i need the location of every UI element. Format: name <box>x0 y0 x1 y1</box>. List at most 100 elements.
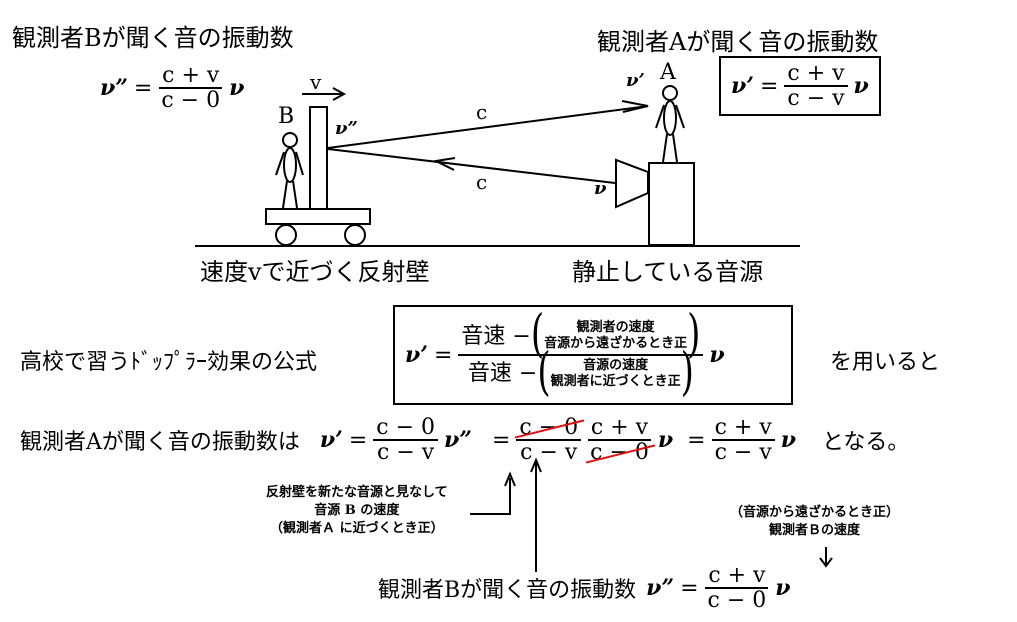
derivation-f3-num: c + v <box>587 416 652 442</box>
formula-b-num: c + v <box>159 64 223 90</box>
general-num-note1: 観測者の速度 <box>576 319 655 335</box>
general-fraction: 音速 − ( 観測者の速度 音源から遠ざかるとき正 ) 音速 − ( 音源の速度… <box>458 308 704 399</box>
general-num-note2: 音源から遠ざかるとき正 <box>544 336 688 352</box>
formula-a-eq: = <box>759 73 779 99</box>
general-den-bracket-close: ) <box>680 342 694 403</box>
note-reflect-arrowhead <box>504 471 516 487</box>
ray-to-a <box>327 105 649 149</box>
derivation-line: 観測者Aが聞く音の振動数は ν’ = c − 0 c − v ν” = c − … <box>20 416 909 464</box>
derivation-intro: 観測者Aが聞く音の振動数は <box>20 430 300 456</box>
general-numerator: 音速 − ( 観測者の速度 音源から遠ざかるとき正 ) <box>458 308 704 361</box>
general-den-note: 音源の速度 観測者に近づくとき正 <box>551 358 681 391</box>
title-observer-a: 観測者Aが聞く音の振動数 <box>597 28 879 56</box>
note-reflect-connector <box>470 478 511 515</box>
label-nu2-wall: ν” <box>335 118 358 139</box>
general-formula-outro: を用いると <box>830 350 941 375</box>
derivation-f4-den: c − v <box>714 440 772 466</box>
label-c-upper: c <box>476 100 488 124</box>
bottom-num: c + v <box>705 564 769 590</box>
note-reflect-line1: 反射壁を新たな音源と見なして <box>266 485 448 500</box>
derivation-fraction-2: c − 0 c − v <box>516 416 582 466</box>
derivation-f4-num: c + v <box>711 416 775 442</box>
ray-to-a-arrowhead <box>621 100 649 113</box>
cart-wheel-left <box>275 224 297 246</box>
derivation-f2-den: c − v <box>520 440 578 466</box>
bottom-fraction: c + v c − 0 <box>705 564 770 612</box>
general-num-note: 観測者の速度 音源から遠ざかるとき正 <box>544 320 687 353</box>
caption-reflecting-wall: 速度vで近づく反射壁 <box>200 258 430 286</box>
derivation-fraction-3: c + v c − 0 <box>587 416 652 464</box>
formula-b-rhs: ν <box>229 75 245 102</box>
label-velocity: v <box>310 70 322 94</box>
general-num-main: 音速 − <box>461 323 531 349</box>
label-observer-a: A <box>660 60 676 85</box>
bottom-lhs: ν” <box>646 575 675 602</box>
formula-b-den: c − 0 <box>161 88 221 114</box>
derivation-eq3: = <box>687 427 706 453</box>
general-eq: = <box>433 342 453 368</box>
note-obsb-line2: 観測者Ｂの速度 <box>769 522 861 538</box>
general-denominator: 音速 − ( 音源の速度 観測者に近づくとき正 ) <box>465 346 697 399</box>
formula-observer-a-box: ν’ = c + v c − v ν <box>719 56 881 117</box>
derivation-fraction-4: c + v c − v <box>711 416 775 466</box>
general-lhs: ν’ <box>405 342 428 368</box>
derivation-mid: ν” <box>444 427 472 454</box>
formula-b-lhs: ν” <box>100 75 128 102</box>
bottom-label: 観測者Bが聞く音の振動数 <box>378 578 637 604</box>
derivation-fraction-1: c − 0 c − v <box>373 416 439 466</box>
formula-a-fraction: c + v c − v <box>784 62 848 112</box>
bottom-rhs: ν <box>775 575 791 602</box>
note-reflect-line2: 音源 B の速度 <box>314 503 400 519</box>
general-formula-box: ν’ = 音速 − ( 観測者の速度 音源から遠ざかるとき正 ) 音速 − ( … <box>393 305 793 405</box>
observer-b-figure <box>275 132 304 209</box>
derivation-f1-den: c − v <box>377 440 435 466</box>
note-nu2-arrowhead <box>530 457 542 473</box>
ray-from-source-arrowhead <box>432 157 456 171</box>
observer-a-figure <box>655 85 685 163</box>
derivation-f3-den-cancelled: c − 0 <box>587 441 652 464</box>
general-num-bracket-open: ( <box>530 304 545 365</box>
ray-from-source <box>327 148 616 184</box>
formula-observer-b: ν” = c + v c − 0 ν <box>100 64 244 112</box>
bottom-eq: = <box>680 575 699 601</box>
caption-stationary-source: 静止している音源 <box>572 258 764 286</box>
derivation-lhs: ν’ <box>319 427 343 454</box>
general-den-note1: 音源の速度 <box>583 357 649 373</box>
formula-b-fraction: c + v c − 0 <box>158 64 223 112</box>
label-nu1-a: ν’ <box>626 70 645 91</box>
derivation-outro: となる。 <box>822 430 910 456</box>
note-obsb-line1: （音源から遠ざかるとき正） <box>730 505 900 520</box>
formula-a-den: c − v <box>787 86 845 112</box>
general-num-bracket-close: ) <box>687 304 701 365</box>
bottom-formula: 観測者Bが聞く音の振動数 ν” = c + v c − 0 ν <box>378 564 791 612</box>
derivation-f1-num: c − 0 <box>373 416 439 442</box>
general-den-main: 音速 − <box>467 361 538 387</box>
label-observer-b: B <box>278 104 295 129</box>
label-nu-source: ν <box>594 178 607 199</box>
bottom-den: c − 0 <box>707 588 767 614</box>
label-c-lower: c <box>476 170 488 194</box>
general-rhs: ν <box>709 342 725 368</box>
cart-platform <box>265 208 371 225</box>
derivation-f2-num-cancelled: c − 0 <box>516 416 582 442</box>
note-reflect-line3: （観測者Ａ に近づくとき正） <box>270 521 444 537</box>
derivation-eq2: = <box>491 427 511 453</box>
formula-a-lhs: ν’ <box>731 73 754 100</box>
source-pedestal <box>648 162 695 246</box>
derivation-nu2: ν <box>780 427 797 454</box>
formula-a-rhs: ν <box>853 73 869 100</box>
derivation-eq1: = <box>348 427 368 453</box>
note-reflecting-source: 反射壁を新たな音源と見なして 音源 B の速度 （観測者Ａ に近づくとき正） <box>266 484 448 539</box>
title-observer-b: 観測者Bが聞く音の振動数 <box>12 24 294 52</box>
velocity-arrowhead <box>332 87 347 101</box>
formula-b-eq: = <box>133 75 153 101</box>
derivation-nu1: ν <box>657 427 674 454</box>
formula-a-num: c + v <box>784 62 848 88</box>
note-obsb-arrowhead <box>819 557 833 568</box>
speaker-cone <box>615 158 649 209</box>
cart-wheel-right <box>344 224 366 246</box>
reflecting-wall <box>309 106 328 210</box>
general-den-note2: 観測者に近づくとき正 <box>550 373 681 389</box>
general-formula-intro: 高校で習うﾄﾞｯﾌﾟﾗｰ効果の公式 <box>20 350 318 375</box>
